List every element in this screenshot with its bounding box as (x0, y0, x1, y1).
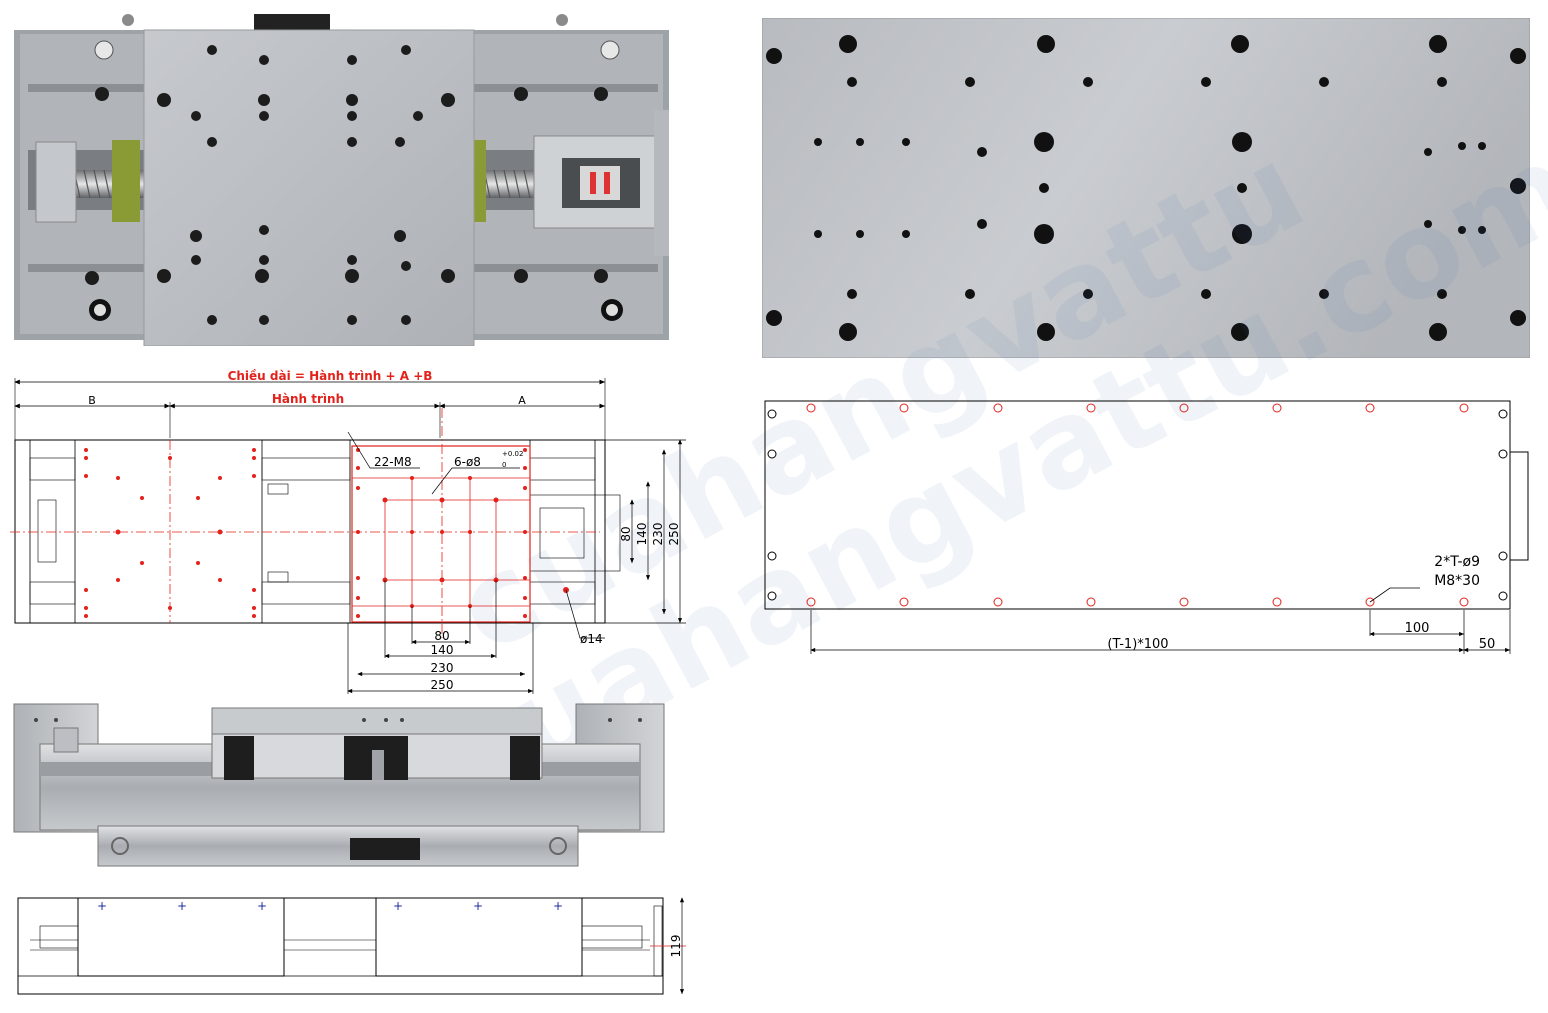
technical-drawing-top-view: Chiều dài = Hành trình + A +B B Hành trì… (0, 358, 700, 698)
edge-dim: 50 (1479, 637, 1496, 652)
svg-text:+: + (177, 899, 187, 913)
dim-250-vertical: 250 (667, 523, 681, 546)
span-dim: (T-1)*100 (1107, 637, 1168, 652)
dim-80-vertical: 80 (619, 526, 633, 541)
stroke-label: Hành trình (272, 392, 344, 406)
dim-250-horizontal: 250 (431, 678, 454, 692)
dim-140-vertical: 140 (635, 523, 649, 546)
base-hole-note-2: M8*30 (1434, 573, 1480, 589)
pin-tolerance-low-label: 0 (502, 461, 506, 469)
base-plate-drawing: 2*T-ø9 M8*30 100 50 (T-1)*100 (760, 396, 1540, 656)
svg-text:+: + (393, 899, 403, 913)
side-view-drawing: + + + + + + 119 (10, 890, 700, 1000)
length-formula: Chiều dài = Hành trình + A +B (228, 369, 433, 383)
base-plate-photo (761, 17, 1531, 359)
dim-230-vertical: 230 (651, 523, 665, 546)
base-hole-note-1: 2*T-ø9 (1434, 554, 1480, 570)
dim-230-horizontal: 230 (431, 661, 454, 675)
dim-140-horizontal: 140 (431, 643, 454, 657)
dim-a-label: A (518, 394, 526, 407)
pin-tolerance-label: +0.02 (502, 450, 523, 458)
dia-14-label: ø14 (580, 632, 603, 646)
stage-side-photo (10, 700, 670, 870)
svg-text:+: + (257, 899, 267, 913)
stage-top-photo (14, 14, 684, 347)
m8-holes-label: 22-M8 (374, 455, 412, 469)
svg-text:+: + (473, 899, 483, 913)
dim-b-label: B (88, 394, 96, 407)
dim-80-horizontal: 80 (434, 629, 449, 643)
svg-text:+: + (553, 899, 563, 913)
pitch-dim: 100 (1405, 621, 1430, 636)
svg-text:+: + (97, 899, 107, 913)
pin-holes-label: 6-ø8 (454, 455, 481, 469)
height-dim: 119 (669, 935, 683, 958)
